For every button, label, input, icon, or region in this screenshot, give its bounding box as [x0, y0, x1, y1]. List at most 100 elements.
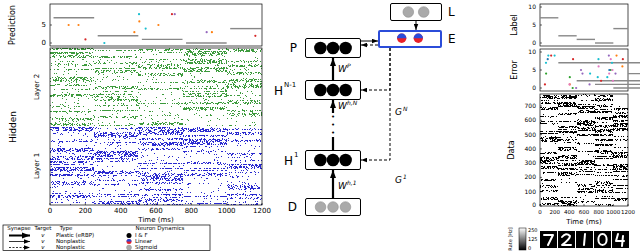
symbol-label: v — [41, 239, 44, 245]
neuron-circle — [327, 154, 340, 167]
symbol-label: W — [338, 65, 347, 74]
prediction-trace — [54, 13, 262, 44]
neuron-row — [306, 199, 360, 215]
axis-label: 600 — [149, 208, 162, 215]
error-dot — [553, 55, 555, 57]
tick-mark — [540, 88, 542, 89]
neuron-circle — [327, 84, 340, 97]
axis-label: 0 — [532, 40, 536, 46]
axis-title: Rate [Hz] — [508, 227, 513, 250]
error-dot — [206, 31, 208, 33]
axis-label: • • • — [330, 113, 336, 137]
legend-sample — [127, 233, 132, 238]
error-dot — [612, 80, 614, 82]
error-dot — [622, 58, 624, 60]
population-index: 1 — [294, 152, 298, 159]
legend-text: Plastic (eRBP) — [56, 233, 94, 239]
axis-label: 5 — [532, 67, 536, 73]
tick-mark — [540, 148, 542, 149]
axis-label: 400 — [525, 146, 536, 152]
error-dot — [138, 13, 140, 15]
neuron-population: HN-1 — [305, 80, 361, 100]
error-trace — [544, 55, 640, 90]
population-name: D — [288, 201, 297, 213]
symbol-label: P — [347, 63, 351, 69]
axis-label: 5 — [532, 22, 536, 28]
axis-label: 400 — [564, 210, 575, 216]
tick-mark — [540, 163, 542, 164]
symbol-label: W — [338, 182, 347, 191]
error-dot — [254, 35, 256, 37]
axis-title: Data — [508, 140, 516, 159]
axis-title: Layer 2 — [34, 74, 41, 100]
neuron-circle — [314, 42, 327, 55]
digit-image — [612, 231, 629, 248]
error-dot — [103, 42, 105, 44]
error-dot — [545, 73, 547, 75]
error-dot — [547, 55, 549, 57]
error-dot — [597, 65, 599, 67]
digit-image — [576, 231, 593, 248]
error-dot — [608, 69, 610, 71]
symbol-label: N — [403, 106, 408, 112]
neuron-circle — [339, 42, 352, 55]
digit-stroke — [584, 234, 585, 245]
step-line — [558, 62, 640, 63]
axis-label: 800 — [185, 208, 198, 215]
tick-mark — [226, 203, 227, 205]
error-dot — [611, 62, 613, 64]
tick-mark — [120, 203, 121, 205]
digit-stroke — [616, 234, 624, 246]
feedback-connector — [361, 48, 390, 90]
axis-label: 5 — [42, 22, 46, 29]
symbol-label: G — [395, 108, 402, 117]
symbol-label: 1 — [403, 174, 407, 180]
digit-image — [594, 231, 611, 248]
plot-frame — [50, 48, 262, 205]
tick-mark — [540, 204, 541, 206]
axis-label: 300 — [525, 160, 536, 166]
legend-sample — [9, 247, 30, 248]
tick-mark — [50, 25, 52, 26]
legend-text: Sigmoid — [135, 245, 157, 251]
arrow-sample — [9, 241, 30, 242]
axis-label: 1200 — [621, 210, 635, 216]
step-line — [540, 17, 558, 18]
neuron-circle — [127, 239, 132, 244]
axis-label: 0 — [48, 208, 52, 215]
step-line — [230, 28, 262, 29]
error-dot — [569, 83, 571, 85]
error-dot — [597, 58, 599, 60]
axis-label: 0 — [42, 40, 46, 47]
error-dot — [589, 73, 591, 75]
plot-frame — [540, 4, 628, 46]
neuron-population: E — [378, 30, 442, 48]
label-trace — [540, 18, 628, 43]
neuron-circle — [327, 42, 340, 55]
axis-ticks — [50, 203, 262, 205]
synapse-arrow — [332, 58, 334, 80]
neuron-row — [306, 39, 360, 57]
axis-label: 250 — [528, 228, 538, 233]
error-dot — [77, 24, 79, 26]
error-dot — [138, 20, 140, 22]
digit-background — [576, 231, 593, 248]
axis-label: 100 — [525, 189, 536, 195]
axis-label: 1000 — [606, 210, 620, 216]
step-line — [595, 84, 640, 85]
axis-ticks — [540, 7, 542, 43]
step-line — [577, 80, 640, 81]
legend-text: I & F — [135, 233, 148, 239]
error-dot — [174, 13, 176, 15]
error-dot — [171, 13, 173, 15]
population-index: N-1 — [284, 82, 296, 89]
axis-title: Prediction — [9, 5, 17, 45]
legend-sample — [127, 239, 132, 244]
tick-mark — [540, 52, 542, 53]
tick-mark — [540, 106, 542, 107]
symbol-label: v — [41, 245, 44, 251]
neuron-half — [127, 239, 132, 242]
error-dot — [133, 31, 135, 33]
axis-label: Target — [34, 226, 51, 232]
neuron-circle — [340, 202, 351, 213]
